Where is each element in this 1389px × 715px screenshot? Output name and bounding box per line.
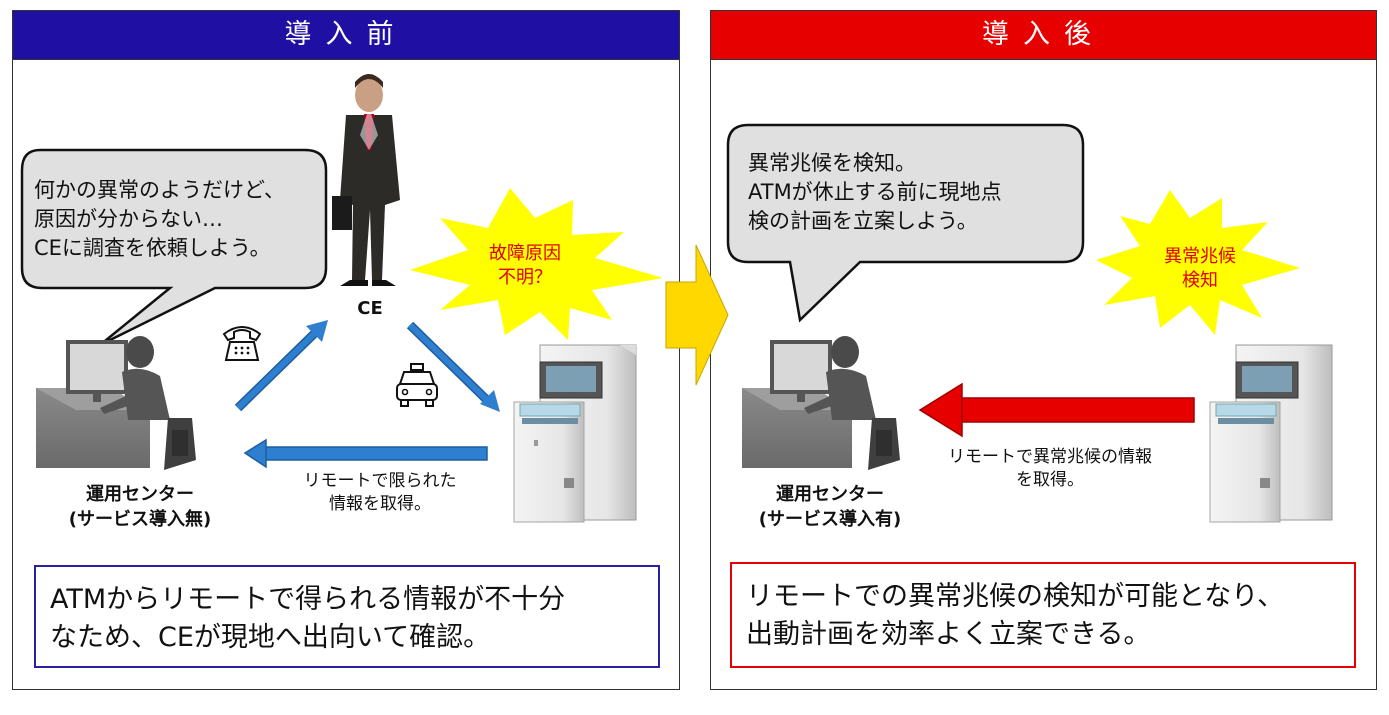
arrow-center-to-ce (234, 320, 328, 412)
car-icon (396, 363, 438, 407)
before-alert-burst (410, 188, 663, 340)
before-atm (513, 344, 637, 523)
after-burst-text: 異常兆候 検知 (1164, 246, 1236, 291)
before-burst-text: 故障原因 不明？ (489, 243, 561, 288)
before-summary: ATMからリモートで得られる情報が不十分 なため、CEが現地へ出向いて確認。 (34, 565, 660, 668)
before-arrows (234, 320, 500, 469)
ce-label: CE (357, 298, 383, 319)
before-header: 導入前 (13, 11, 679, 60)
after-red-arrow (918, 382, 1195, 438)
ce-businessman (332, 74, 400, 286)
after-summary: リモートでの異常兆候の検知が可能となり、 出動計画を効率よく立案できる。 (730, 562, 1356, 668)
before-arrow-caption: リモートで限られた 情報を取得。 (303, 471, 457, 514)
after-arrow-caption: リモートで異常兆候の情報 を取得。 (948, 447, 1152, 490)
arrow-atm-to-center (243, 438, 488, 469)
after-alert-burst (1096, 190, 1300, 335)
transition-arrow (665, 244, 729, 386)
telephone-icon (222, 326, 262, 361)
arrow-ce-to-atm (406, 321, 500, 412)
after-atm (1209, 344, 1333, 523)
before-center-label: 運用センター (サービス導入無) (68, 484, 212, 530)
before-speech-bubble (20, 148, 328, 347)
before-operator-desk (36, 336, 196, 470)
after-center-label: 運用センター (サービス導入有) (758, 484, 902, 530)
after-header: 導入後 (711, 11, 1376, 60)
after-speech-bubble (726, 123, 1085, 323)
after-bubble-text: 異常兆候を検知。 ATMが休止する前に現地点 検の計画を立案しよう。 (748, 151, 1002, 233)
before-bubble-text: 何かの異常のようだけど、 原因が分からない… CEに調査を依頼しよう。 (34, 178, 285, 260)
after-operator-desk (742, 336, 900, 470)
